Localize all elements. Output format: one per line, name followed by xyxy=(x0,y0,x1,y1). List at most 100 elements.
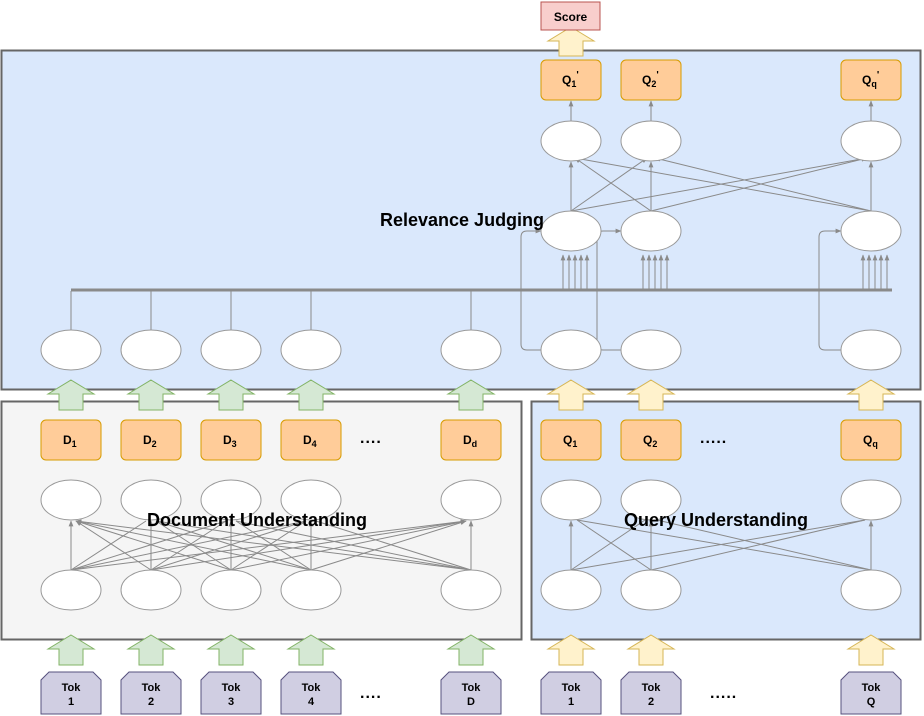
doc-layer2-node xyxy=(120,479,182,521)
query-token-label: Tok xyxy=(642,682,662,694)
query-understanding-edge xyxy=(570,519,646,571)
doc-layer1-node xyxy=(280,569,342,611)
green-up-arrow xyxy=(206,379,256,411)
doc-token-ellipsis: .... xyxy=(360,685,382,702)
yellow-up-arrow xyxy=(846,379,896,411)
output-rep-box xyxy=(840,59,902,101)
doc-understanding-edge xyxy=(75,519,312,571)
green-up-arrow xyxy=(46,634,96,666)
doc-layer1-node xyxy=(40,569,102,611)
query-layer2-node xyxy=(840,479,902,521)
doc-token-label: Tok xyxy=(462,682,482,694)
yellow-up-arrow xyxy=(546,634,596,666)
doc-understanding-edge xyxy=(75,519,472,571)
query-rep-box-label: Q2 xyxy=(643,433,657,449)
query-token-index: Q xyxy=(867,696,876,708)
yellow-up-arrow xyxy=(846,634,896,666)
neuron-nodes xyxy=(40,120,902,611)
output-rep-box-label: Qq' xyxy=(862,70,879,89)
query-token-ellipsis: ..... xyxy=(710,685,737,702)
doc-understanding-edge xyxy=(315,520,472,571)
doc-token xyxy=(280,671,342,715)
doc-rep-ellipsis: .... xyxy=(360,430,382,447)
rel-query-input-node xyxy=(840,329,902,371)
doc-layer2-node xyxy=(440,479,502,521)
query-rep-box xyxy=(620,419,682,461)
doc-understanding-edge xyxy=(150,519,467,571)
doc-layer2-node xyxy=(200,479,262,521)
doc-token-index: D xyxy=(467,696,475,708)
score-up-arrow xyxy=(546,26,596,57)
doc-understanding-edge xyxy=(70,520,227,571)
doc-layer1-node xyxy=(440,569,502,611)
output-rep-box-label: Q2' xyxy=(642,70,659,89)
rel-output-node xyxy=(840,120,902,162)
query-rep-box-label: Qq xyxy=(863,433,878,449)
doc-token-index: 3 xyxy=(228,696,234,708)
interaction-to-output-edge xyxy=(654,156,872,212)
query-rep-box-label: Q1 xyxy=(563,433,577,449)
query-token-index: 2 xyxy=(648,696,654,708)
doc-token-label: Tok xyxy=(62,682,82,694)
doc-rep-box xyxy=(440,419,502,461)
doc-token-label: Tok xyxy=(302,682,322,694)
query-to-interaction-edge xyxy=(520,228,542,351)
doc-token xyxy=(440,671,502,715)
green-up-arrow xyxy=(446,379,496,411)
green-up-arrow xyxy=(46,379,96,411)
doc-understanding-edge xyxy=(75,520,232,571)
score-label: Score xyxy=(554,10,588,24)
doc-understanding-edge xyxy=(155,520,472,571)
doc-rep-box-label: D1 xyxy=(63,433,77,449)
rel-interaction-node xyxy=(620,210,682,252)
rel-query-input-node xyxy=(540,329,602,371)
doc-understanding-edge xyxy=(150,520,307,571)
rel-query-input-node xyxy=(620,329,682,371)
interaction-to-output-edge xyxy=(650,156,868,212)
interaction-to-output-edge xyxy=(574,156,872,212)
doc-token-index: 4 xyxy=(308,696,315,708)
yellow-up-arrow xyxy=(626,634,676,666)
connection-edges xyxy=(68,100,892,571)
query-understanding-edge xyxy=(656,519,872,571)
green-up-arrow xyxy=(206,634,256,666)
block-arrows xyxy=(46,26,896,666)
yellow-up-arrow xyxy=(626,379,676,411)
doc-rep-box xyxy=(120,419,182,461)
doc-understanding-edge xyxy=(230,520,307,571)
rel-doc-input-node xyxy=(440,329,502,371)
doc-understanding-edge xyxy=(155,520,312,571)
doc-layer1-node xyxy=(200,569,262,611)
query-understanding-edge xyxy=(570,519,866,571)
doc-understanding-edge xyxy=(75,520,152,571)
query-understanding-edge xyxy=(576,519,652,571)
doc-token xyxy=(200,671,262,715)
document-understanding-title: Document Understanding xyxy=(147,510,367,530)
doc-rep-box-label: D2 xyxy=(143,433,157,449)
query-rep-ellipsis: ..... xyxy=(700,430,727,447)
query-token xyxy=(620,671,682,715)
rel-output-node xyxy=(620,120,682,162)
output-rep-box xyxy=(540,59,602,101)
doc-rep-box-label: D3 xyxy=(223,433,237,449)
query-token-label: Tok xyxy=(862,682,882,694)
doc-understanding-edge xyxy=(235,520,472,571)
rel-doc-input-node xyxy=(200,329,262,371)
doc-understanding-edge xyxy=(310,520,467,571)
doc-understanding-edge xyxy=(150,520,227,571)
interaction-to-output-edge xyxy=(570,156,868,212)
output-rep-box-label: Q1' xyxy=(562,70,579,89)
query-token xyxy=(540,671,602,715)
green-up-arrow xyxy=(126,634,176,666)
relevance-judging-title: Relevance Judging xyxy=(380,210,544,230)
doc-token-label: Tok xyxy=(142,682,162,694)
query-understanding-edge xyxy=(576,519,872,571)
query-layer2-node xyxy=(540,479,602,521)
doc-layer2-node xyxy=(280,479,342,521)
doc-token-index: 1 xyxy=(68,696,74,708)
rel-doc-input-node xyxy=(280,329,342,371)
query-layer2-node xyxy=(620,479,682,521)
query-to-interaction-edge xyxy=(818,228,842,351)
doc-token xyxy=(120,671,182,715)
